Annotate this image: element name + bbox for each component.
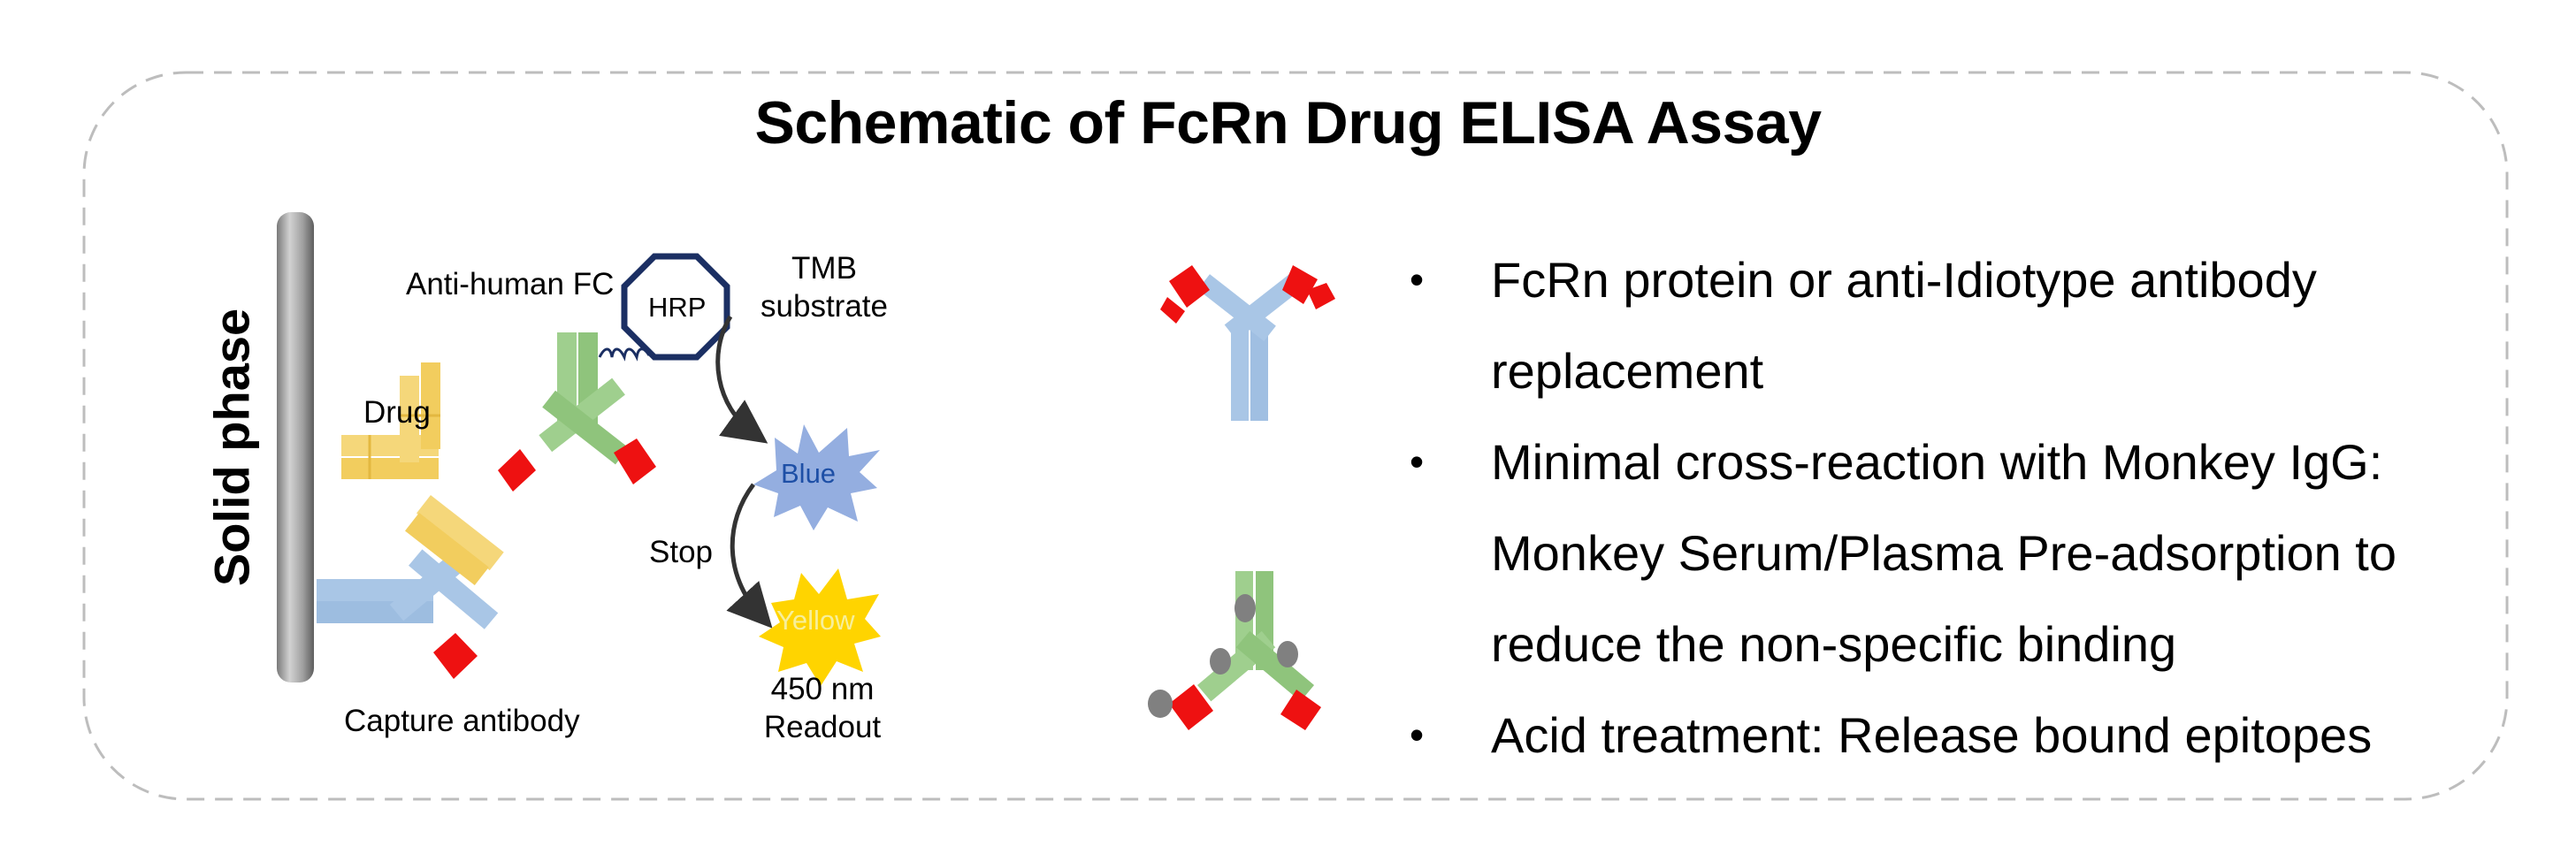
bullet-text: reduce the non-specific binding	[1491, 616, 2177, 672]
green-antibody-with-epitopes-icon	[1148, 571, 1321, 730]
arrow-blue-to-yellow	[726, 483, 773, 629]
hrp-octagon-icon	[621, 253, 730, 361]
tmb-label-line1: TMB	[791, 251, 857, 286]
blue-label: Blue	[781, 458, 837, 489]
readout-line2: Readout	[763, 710, 882, 744]
tmb-substrate-label: TMB substrate	[753, 249, 895, 325]
bullet-text: Minimal cross-reaction with Monkey IgG:	[1491, 434, 2383, 490]
solid-phase-label: Solid phase	[203, 308, 260, 587]
readout-label: 450 nm Readout	[747, 670, 898, 746]
bullet-item-fcrn: • FcRn protein or anti-Idiotype antibody…	[1397, 234, 2547, 416]
detection-antibody-icon	[498, 332, 656, 492]
readout-line1: 450 nm	[770, 672, 875, 706]
bullet-list: • FcRn protein or anti-Idiotype antibody…	[1397, 234, 2547, 781]
bullet-item-cross-reaction: • Minimal cross-reaction with Monkey IgG…	[1397, 416, 2547, 690]
page-title: Schematic of FcRn Drug ELISA Assay	[754, 89, 1822, 156]
hrp-label: HRP	[648, 292, 707, 323]
stop-label: Stop	[649, 535, 713, 569]
yellow-burst-icon	[759, 568, 881, 686]
tmb-label-line2: substrate	[761, 289, 888, 324]
solid-phase-bar	[277, 212, 314, 682]
bullet-dot-icon: •	[1410, 712, 1425, 758]
anti-human-fc-label: Anti-human FC	[406, 267, 615, 301]
bullet-text: FcRn protein or anti-Idiotype antibody	[1491, 252, 2317, 308]
capture-antibody-label: Capture antibody	[344, 704, 580, 738]
yellow-label: Yellow	[776, 605, 855, 636]
bullet-text: Monkey Serum/Plasma Pre-adsorption to	[1491, 525, 2396, 581]
antibody-icon	[1160, 265, 1335, 421]
bullet-text: replacement	[1491, 343, 1764, 399]
bullet-item-acid: • Acid treatment: Release bound epitopes	[1397, 690, 2547, 781]
bullet-dot-icon: •	[1410, 438, 1425, 484]
drug-icon	[341, 362, 504, 586]
bullet-text: Acid treatment: Release bound epitopes	[1491, 707, 2373, 763]
blue-burst-icon	[753, 424, 880, 530]
drug-label: Drug	[363, 395, 431, 430]
linker-squiggle	[598, 347, 651, 362]
bullet-dot-icon: •	[1410, 256, 1425, 302]
dashed-frame	[82, 71, 2509, 801]
arrow-tmb-to-blue	[715, 315, 768, 444]
